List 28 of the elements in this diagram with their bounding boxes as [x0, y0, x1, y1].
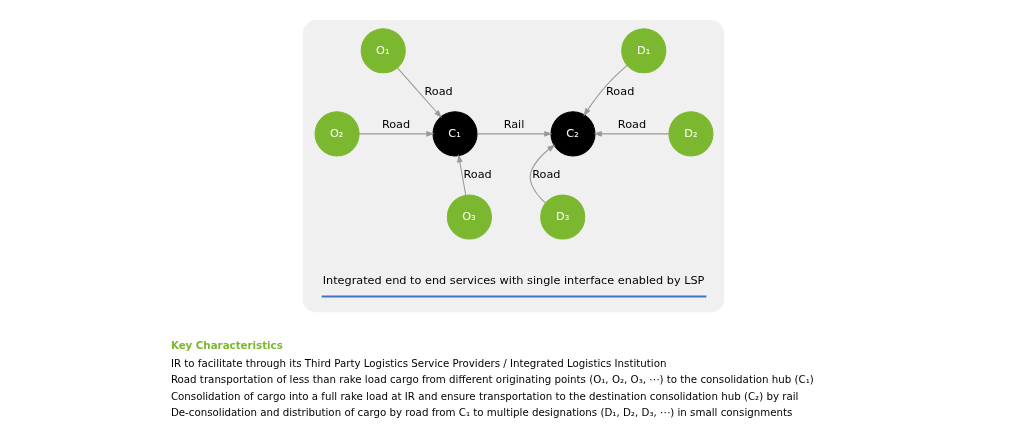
node-circle: O₂: [314, 111, 360, 157]
arrow: [593, 131, 669, 137]
label: Key Characteristics: [170, 339, 283, 352]
arrow: [396, 67, 442, 119]
label: Integrated end to end services with single interface enabled by LSP: [322, 273, 704, 287]
arrow: [582, 64, 628, 117]
label: Road transportation of less than rake load cargo from different originating points (O₁, O₂, O₃, ⋯) to the consolidation hub (C₁): [170, 373, 814, 386]
node-circle: C₂: [549, 111, 596, 157]
node-circle: D₃: [539, 194, 585, 240]
cluster: [302, 20, 724, 313]
node-circle: D₁: [620, 28, 666, 74]
label: Consolidation of cargo into a full rake load at IR and ensure transportation to the destination consolidation hub (C₂) by rail: [170, 389, 798, 402]
arrow: [358, 131, 434, 137]
arrow: [529, 144, 555, 204]
arrow: [476, 131, 552, 137]
edge-label: Road: [381, 117, 410, 131]
node-circle: D₂: [667, 111, 714, 157]
node-circle: O₃: [446, 194, 492, 240]
edge-label: Rail: [503, 117, 524, 131]
label: De-consolidation and distribution of cargo by road from C₁ to multiple designations (D₁, D₂, D₃, ⋯) in small consignments: [170, 405, 792, 418]
edge-label: Road: [531, 168, 560, 182]
label: IR to facilitate through its Third Party Logistics Service Providers / Integrated Logistics Institution: [170, 356, 666, 369]
node-circle: O₁: [360, 28, 406, 74]
arrow: [456, 154, 466, 196]
edge-label: Road: [462, 168, 492, 182]
edge-label: Road: [617, 117, 646, 131]
edge-label: Road: [605, 85, 634, 99]
edge-label: Road: [423, 85, 453, 99]
